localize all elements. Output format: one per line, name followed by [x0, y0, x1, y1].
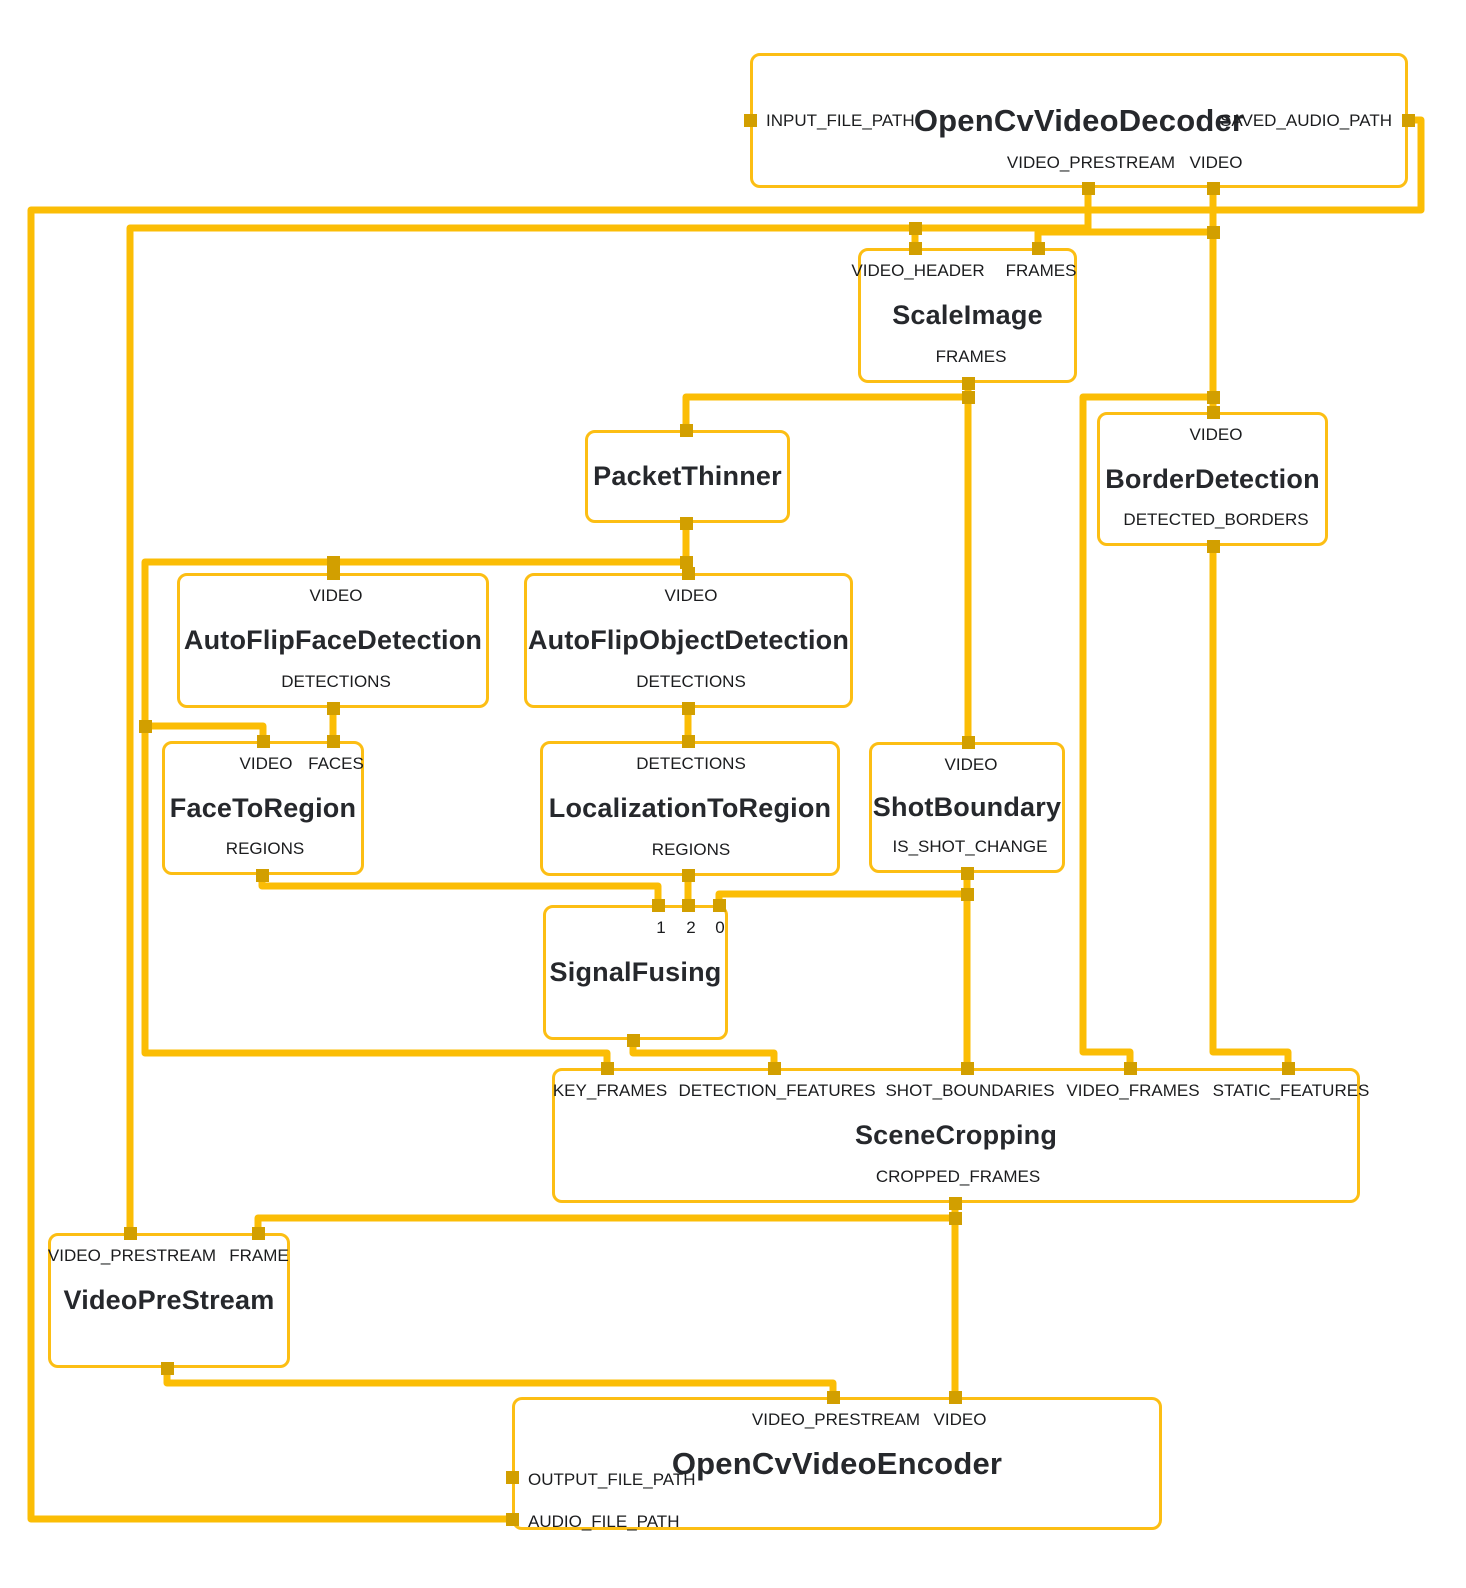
port-label-video: VIDEO — [1189, 153, 1243, 172]
node-title: ShotBoundary — [872, 792, 1062, 822]
junction-square — [327, 556, 340, 569]
port-label-video-header: VIDEO_HEADER — [851, 261, 985, 280]
edge-thinned-to-face-to-region — [145, 722, 267, 741]
port-label-video: VIDEO — [1189, 425, 1243, 444]
port-label-video: VIDEO — [309, 586, 363, 605]
edge-face-regions-to-signal-fusing — [258, 875, 662, 905]
port-label-saved-audio-path: SAVED_AUDIO_PATH — [1220, 110, 1392, 130]
node-title: SignalFusing — [549, 957, 722, 987]
port-label-key-frames: KEY_FRAMES — [552, 1081, 668, 1100]
node-title: AutoFlipFaceDetection — [183, 625, 483, 655]
port-label-detections: DETECTIONS — [281, 672, 391, 691]
node-title: ScaleImage — [892, 300, 1043, 330]
port-label-video: VIDEO — [944, 755, 998, 774]
port-label-output-file-path: OUTPUT_FILE_PATH — [528, 1470, 696, 1489]
port-label-cropped-frames: CROPPED_FRAMES — [875, 1167, 1041, 1186]
junction-square — [961, 888, 974, 901]
junction-square — [1207, 391, 1220, 404]
port-label-0: 0 — [715, 918, 725, 937]
edge-detected-borders-to-static-features — [1209, 546, 1292, 1068]
junction-square — [949, 1212, 962, 1225]
port-label-shot-boundaries: SHOT_BOUNDARIES — [885, 1081, 1055, 1100]
port-label-detections: DETECTIONS — [636, 672, 746, 691]
node-title: SceneCropping — [854, 1120, 1058, 1150]
node-packet-thinner[interactable]: PacketThinner — [585, 430, 790, 523]
node-video-pre-stream[interactable]: VideoPreStream VIDEO_PRESTREAM FRAME — [48, 1233, 290, 1368]
junction-square — [909, 222, 922, 235]
port-label-video-prestream: VIDEO_PRESTREAM — [47, 1246, 217, 1265]
port-label-frames-in: FRAMES — [1005, 261, 1077, 280]
node-autoflip-face-detection[interactable]: AutoFlipFaceDetection VIDEO DETECTIONS — [177, 573, 489, 708]
node-title: PacketThinner — [593, 461, 782, 491]
node-scene-cropping[interactable]: SceneCropping KEY_FRAMES DETECTION_FEATU… — [552, 1068, 1369, 1203]
node-scale-image[interactable]: ScaleImage VIDEO_HEADER FRAMES FRAMES — [851, 248, 1077, 383]
port-label-frames-out: FRAMES — [935, 347, 1007, 366]
node-title: BorderDetection — [1105, 463, 1320, 494]
junction-square — [1207, 226, 1220, 239]
node-title: OpenCvVideoDecoder — [913, 102, 1245, 138]
port-label-2: 2 — [686, 918, 696, 937]
node-autoflip-object-detection[interactable]: AutoFlipObjectDetection VIDEO DETECTIONS — [524, 573, 853, 708]
port-label-video-prestream: VIDEO_PRESTREAM — [1006, 153, 1176, 172]
port-label-1: 1 — [656, 918, 666, 937]
port-label-video-prestream: VIDEO_PRESTREAM — [751, 1410, 921, 1429]
node-face-to-region[interactable]: FaceToRegion VIDEO FACES REGIONS — [162, 741, 364, 875]
node-title: LocalizationToRegion — [548, 793, 832, 823]
port-label-video: VIDEO — [933, 1410, 987, 1429]
node-opencv-video-decoder[interactable]: OpenCvVideoDecoder INPUT_FILE_PATH SAVED… — [750, 53, 1408, 188]
edge-salient-to-detection-features — [629, 1040, 778, 1068]
port-label-video: VIDEO — [239, 754, 293, 773]
edge-video-to-scale-image — [1034, 228, 1213, 248]
edge-video-prestream-out-to-encoder — [163, 1368, 837, 1397]
edge-cropped-to-video-prestream-frame — [254, 1214, 955, 1233]
port-label-detection-features: DETECTION_FEATURES — [678, 1081, 876, 1100]
port-label-input-file-path: INPUT_FILE_PATH — [766, 110, 915, 130]
port-label-frame: FRAME — [229, 1246, 289, 1265]
port-label-detections: DETECTIONS — [636, 754, 746, 773]
junction-square — [139, 720, 152, 733]
port-label-video-frames: VIDEO_FRAMES — [1066, 1081, 1200, 1100]
node-opencv-video-encoder[interactable]: OpenCvVideoEncoder VIDEO_PRESTREAM VIDEO… — [512, 1397, 1162, 1531]
port-label-regions: REGIONS — [651, 840, 731, 859]
port-label-regions: REGIONS — [225, 839, 305, 858]
node-signal-fusing[interactable]: SignalFusing 1 2 0 — [543, 905, 728, 1040]
node-title: AutoFlipObjectDetection — [527, 625, 850, 655]
port-label-static-features: STATIC_FEATURES — [1212, 1081, 1370, 1100]
node-title: FaceToRegion — [169, 792, 357, 823]
port-label-detected-borders: DETECTED_BORDERS — [1123, 510, 1309, 529]
edge-scaled-frames-to-packet-thinner — [682, 393, 968, 430]
junction-square — [680, 556, 693, 569]
port-label-faces: FACES — [308, 754, 364, 773]
port-label-is-shot-change: IS_SHOT_CHANGE — [892, 837, 1048, 856]
port-label-video: VIDEO — [664, 586, 718, 605]
junction-square — [962, 391, 975, 404]
edge-shot-change-to-signal-fusing — [715, 890, 967, 905]
node-title: VideoPreStream — [63, 1285, 275, 1315]
node-border-detection[interactable]: BorderDetection VIDEO DETECTED_BORDERS — [1097, 412, 1328, 546]
node-localization-to-region[interactable]: LocalizationToRegion DETECTIONS REGIONS — [540, 741, 840, 876]
port-label-audio-file-path: AUDIO_FILE_PATH — [528, 1512, 680, 1531]
node-shot-boundary[interactable]: ShotBoundary VIDEO IS_SHOT_CHANGE — [869, 742, 1065, 873]
node-title: OpenCvVideoEncoder — [671, 1445, 1003, 1481]
